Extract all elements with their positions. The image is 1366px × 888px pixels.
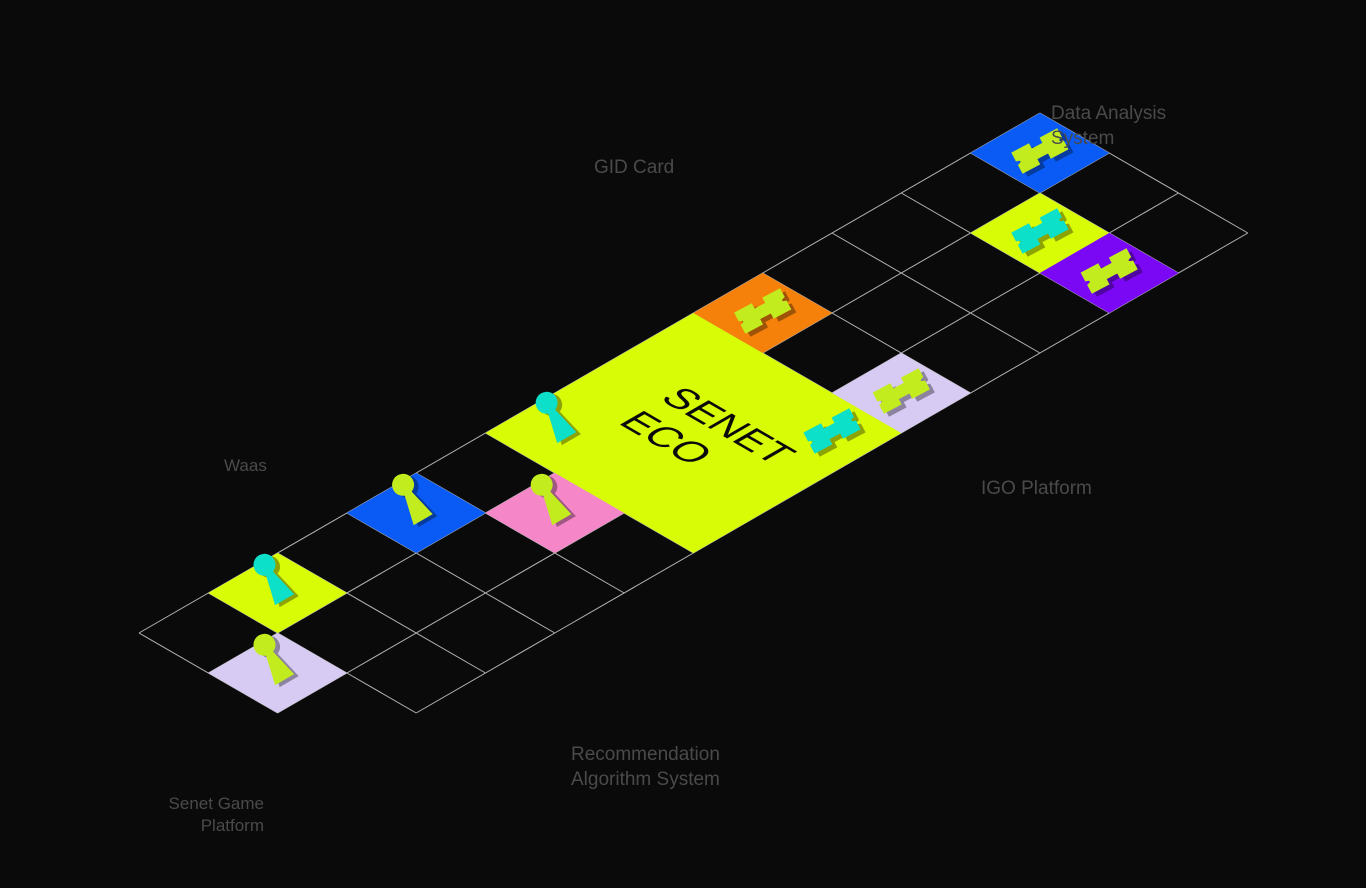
grid-line — [554, 232, 1249, 634]
label-gid-card: GID Card — [594, 155, 674, 180]
label-waas: Waas — [224, 453, 267, 478]
tile-recommendation-pink-key-piece — [530, 473, 576, 528]
label-line: System — [1051, 128, 1115, 149]
label-line: Senet Game — [168, 794, 264, 813]
senet-eco-block — [485, 313, 902, 553]
label-line: GID Card — [594, 157, 675, 178]
tile-data-lime-bone-piece — [1011, 208, 1074, 257]
grid-line — [415, 632, 556, 714]
tile-waas-blue-key-piece — [392, 473, 438, 528]
block-key-piece — [535, 391, 581, 446]
tile-senet-game-lavender-key-piece — [253, 633, 299, 688]
grid-line — [346, 672, 417, 714]
label-data-analysis: Data Analysis System — [1051, 101, 1166, 151]
grid-line — [346, 512, 556, 634]
tile-igo-lavender-bone-piece — [872, 368, 935, 417]
label-line: Platform — [200, 816, 264, 835]
label-line: Algorithm System — [571, 769, 720, 790]
label-line: Waas — [224, 456, 267, 475]
block-bone-piece — [803, 408, 866, 457]
tile-gid-orange-bone-piece — [734, 288, 797, 337]
label-line: IGO Platform — [981, 478, 1092, 499]
grid-line — [1039, 112, 1249, 234]
grid-line — [831, 232, 1041, 354]
label-line: Data Analysis — [1051, 103, 1167, 124]
label-line: Recommendation — [571, 744, 720, 765]
label-recommendation: Recommendation Algorithm System — [571, 742, 720, 792]
tile-waas-lime-key-piece — [253, 553, 299, 608]
tile-data-blue-bone-piece — [1011, 128, 1074, 177]
tile-data-purple-bone-piece — [1080, 248, 1143, 297]
label-senet-game: Senet Game Platform — [140, 793, 264, 837]
label-igo-platform: IGO Platform — [981, 476, 1092, 501]
